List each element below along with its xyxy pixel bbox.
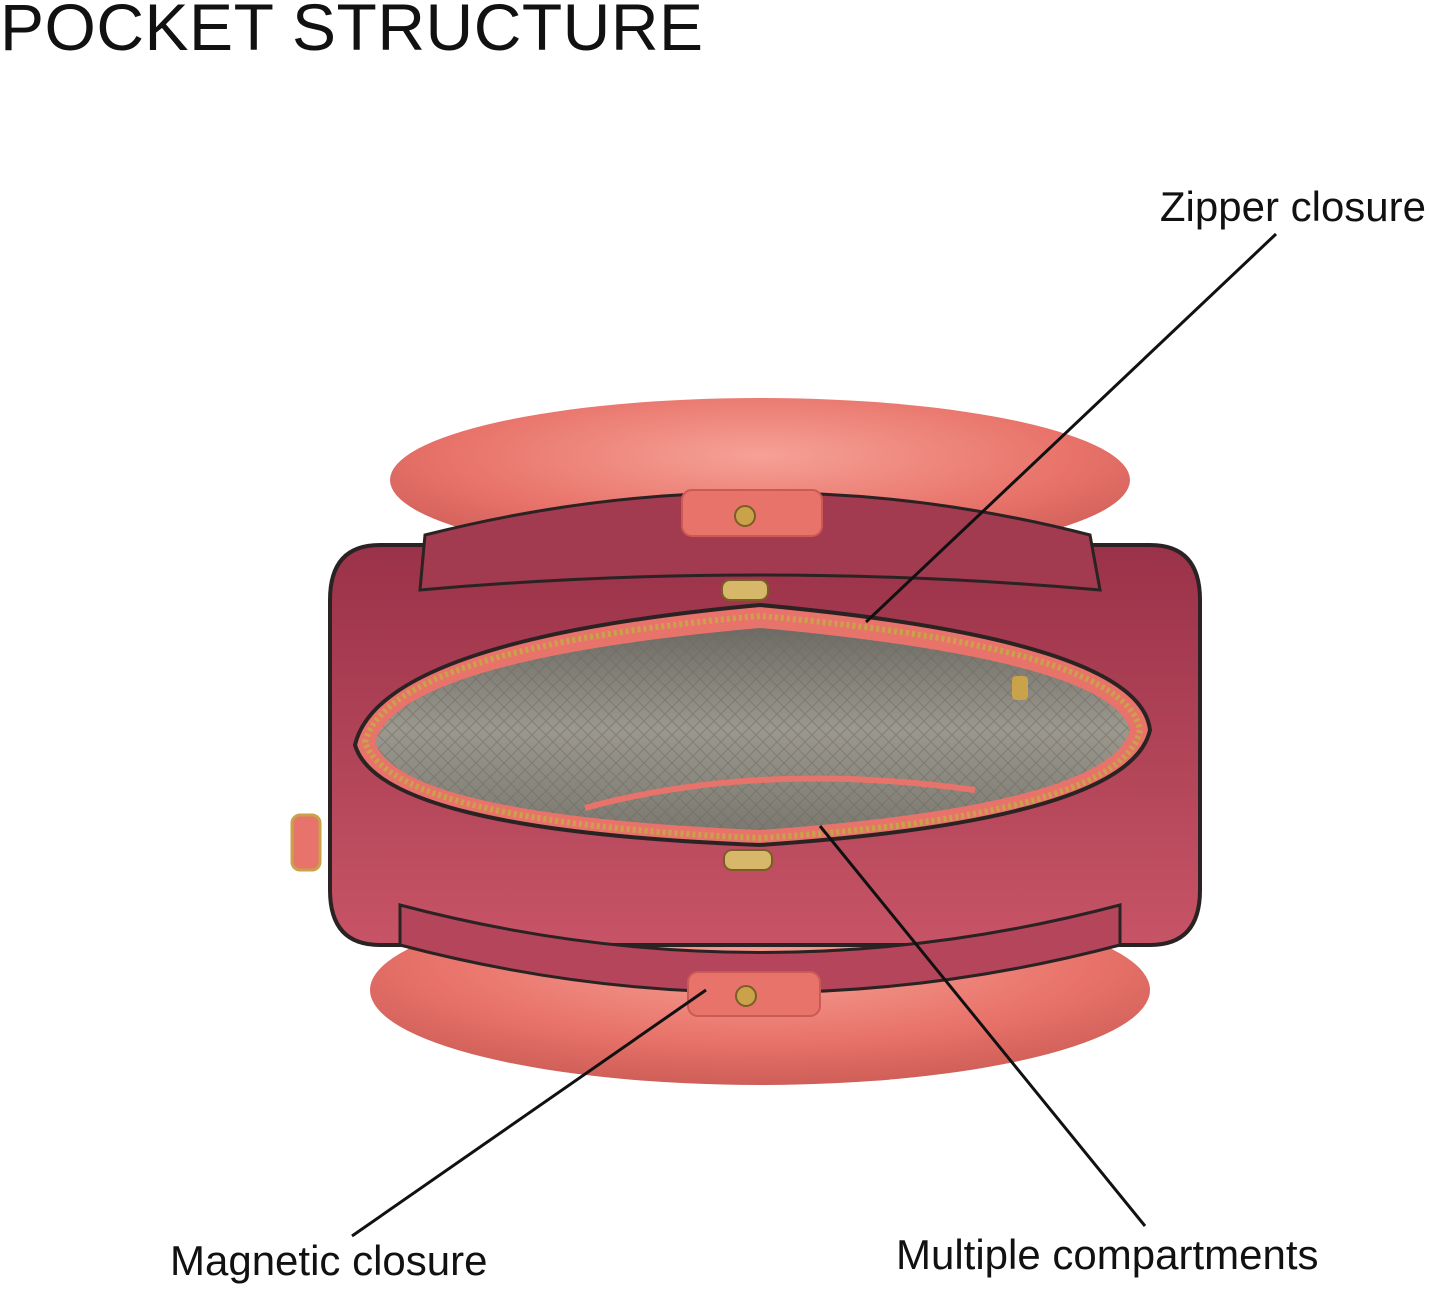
magnetic-tab-bottom	[687, 971, 821, 1017]
magnet-upper	[721, 579, 769, 601]
multiple-leader-line	[818, 825, 1147, 1227]
zipper-closure-label: Zipper closure	[1159, 183, 1426, 230]
multiple-compartments-label: Multiple compartments	[896, 1231, 1319, 1278]
magnetic-tab-top	[681, 489, 823, 537]
zipper-pull	[1012, 676, 1028, 700]
magnetic-closure-label: Magnetic closure	[170, 1237, 488, 1284]
magnetic-leader-line	[351, 988, 707, 1238]
slip-pocket-edge	[584, 775, 976, 811]
side-buckle	[290, 813, 322, 872]
upper-compartment	[418, 491, 1102, 592]
lower-compartment	[398, 903, 1122, 994]
zipper-track	[361, 612, 1144, 842]
magnet-lower	[723, 849, 773, 871]
page-title: POCKET STRUCTURE	[0, 0, 704, 64]
zipper-leader-line	[864, 232, 1278, 624]
